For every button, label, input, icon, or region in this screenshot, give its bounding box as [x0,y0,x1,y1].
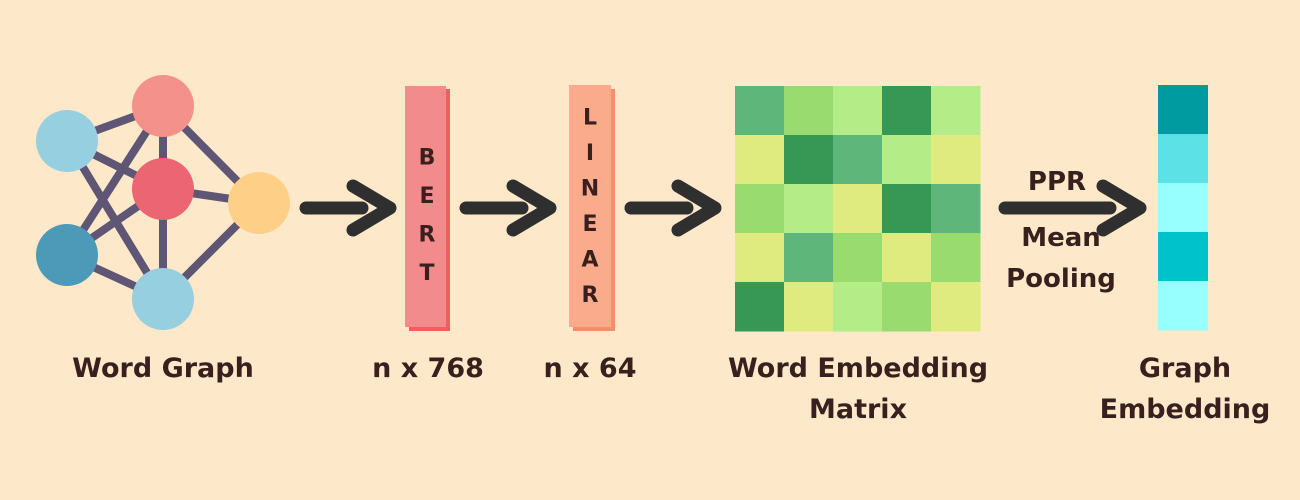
matrix-cell-r2-c4 [931,184,981,234]
matrix-cell-r4-c3 [882,282,932,332]
embedding-cell-3 [1158,232,1208,282]
linear-letter-e-3: E [582,212,597,237]
matrix-cell-r0-c0 [735,86,785,136]
operation-label-mean: Mean [1021,223,1101,253]
matrix-caption-line2: Matrix [809,394,907,425]
linear-letter-n-2: N [581,177,599,202]
bert-block-face [405,86,446,327]
embedding-cell-2 [1158,183,1208,233]
graph-node-left-top [36,110,98,172]
graph-node-right [228,172,290,234]
embedding-cell-0 [1158,85,1208,135]
matrix-cell-r3-c0 [735,233,785,283]
matrix-caption-line1: Word Embedding [727,353,989,384]
matrix-cell-r0-c1 [784,86,834,136]
arrow-graph-to-bert [299,179,397,237]
matrix-cell-r3-c4 [931,233,981,283]
matrix-cell-r1-c1 [784,135,834,185]
arrow-linear-to-matrix [624,179,722,237]
operation-label-ppr: PPR [1028,167,1086,197]
matrix-cell-r4-c1 [784,282,834,332]
linear-letter-l-0: L [583,106,597,131]
graph-node-left-bottom [36,224,98,286]
matrix-cell-r1-c0 [735,135,785,185]
matrix-cell-r3-c3 [882,233,932,283]
arrow-matrix-to-embedding [998,179,1147,237]
word-graph-caption: Word Graph [72,353,254,384]
matrix-cell-r0-c2 [833,86,883,136]
bert-letter-t-3: T [419,261,434,286]
matrix-cell-r3-c1 [784,233,834,283]
matrix-cell-r2-c3 [882,184,932,234]
graph-embedding-vector [1158,85,1208,331]
matrix-cell-r1-c4 [931,135,981,185]
matrix-cell-r4-c0 [735,282,785,332]
graph-embedding-caption-line2: Embedding [1099,394,1271,425]
embedding-cell-1 [1158,134,1208,184]
word-graph-nodes [36,75,290,330]
matrix-cell-r4-c4 [931,282,981,332]
linear-output-shape: n x 64 [543,353,637,384]
matrix-cell-r1-c2 [833,135,883,185]
bert-letter-e-1: E [419,184,434,209]
arrow-bert-to-linear [459,179,557,237]
linear-block-face [569,85,611,327]
graph-node-top [132,75,194,137]
matrix-cell-r4-c2 [833,282,883,332]
matrix-cell-r1-c3 [882,135,932,185]
bert-letter-b-0: B [419,146,436,171]
bert-letter-r-2: R [419,223,436,248]
matrix-cell-r0-c3 [882,86,932,136]
matrix-cell-r0-c4 [931,86,981,136]
operation-label-pooling: Pooling [1006,264,1116,294]
word-embedding-matrix [735,86,981,332]
graph-node-center [132,158,194,220]
matrix-cell-r2-c2 [833,184,883,234]
linear-letter-a-4: A [581,248,598,273]
bert-output-shape: n x 768 [372,353,484,384]
matrix-cell-r3-c2 [833,233,883,283]
matrix-cell-r2-c1 [784,184,834,234]
matrix-cell-r2-c0 [735,184,785,234]
graph-embedding-caption-line1: Graph [1138,353,1232,384]
graph-node-bottom [132,268,194,330]
embedding-cell-4 [1158,281,1208,331]
linear-letter-r-5: R [582,283,599,308]
linear-letter-i-1: I [586,141,594,166]
